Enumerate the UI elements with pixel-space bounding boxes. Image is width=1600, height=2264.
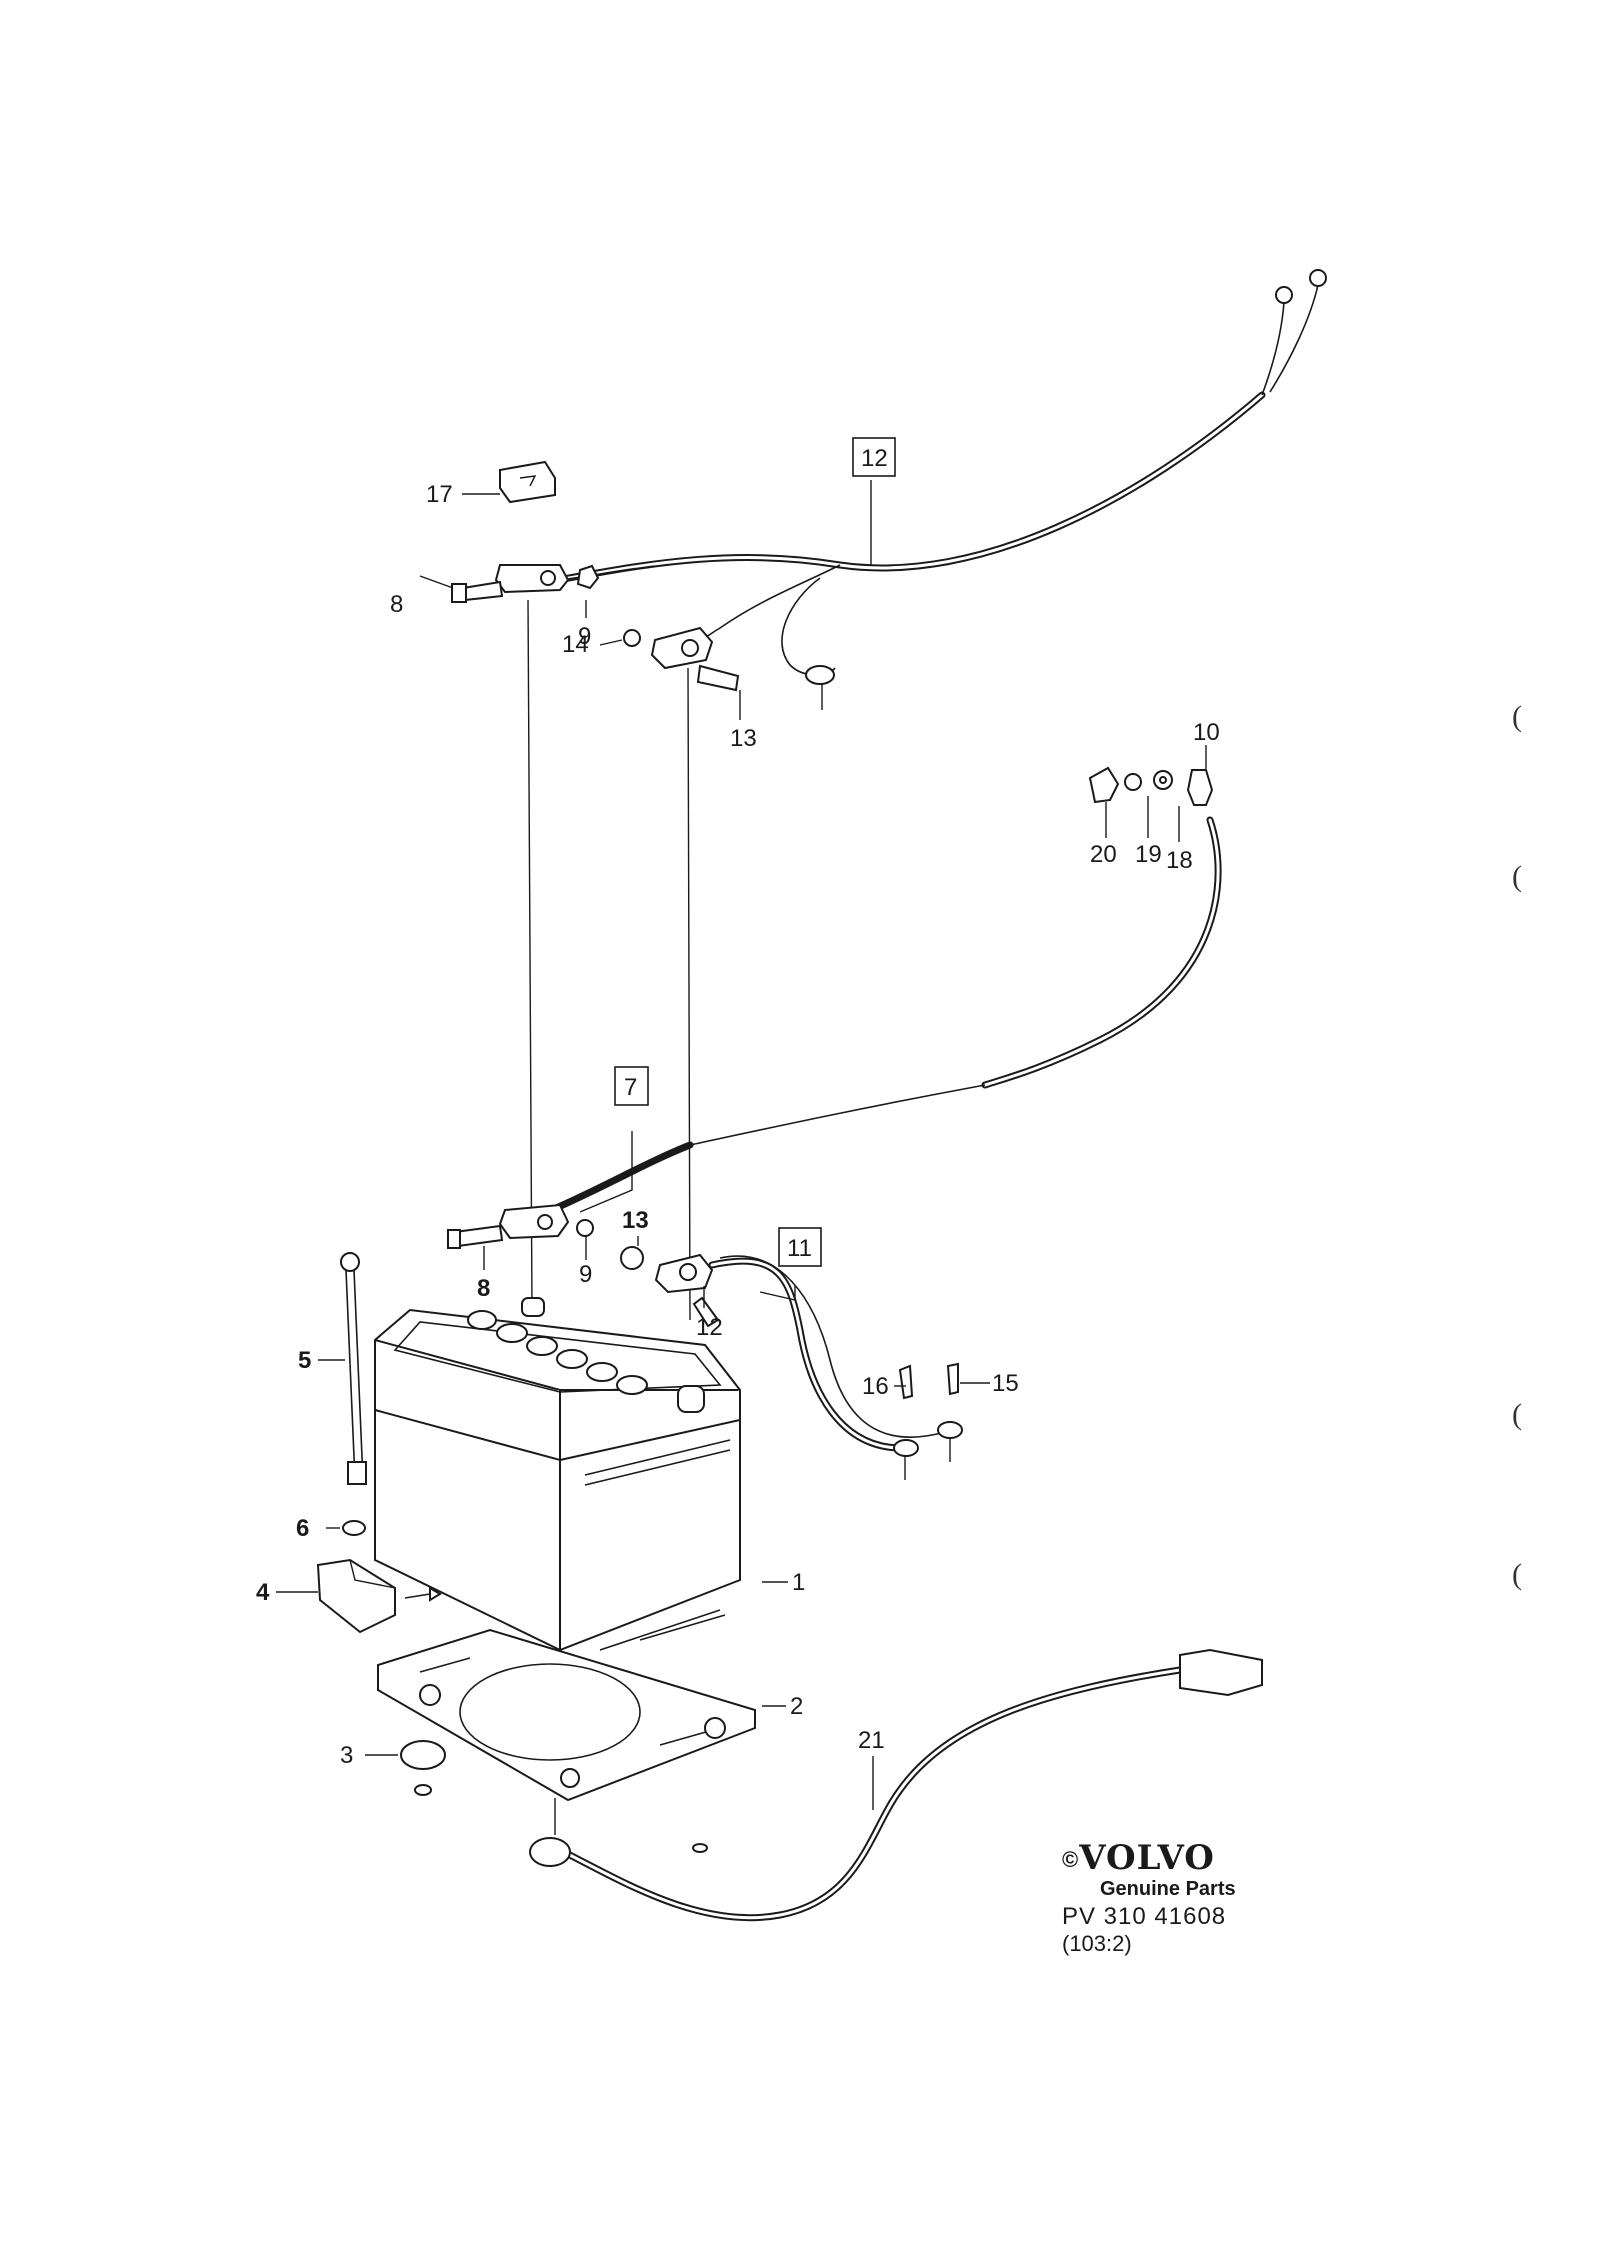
terminal-cap: [499, 460, 556, 504]
callout-leaders: [276, 480, 1207, 1810]
illustration-code: PV 310 41608: [1062, 1903, 1227, 1930]
callout-12-upper: 12: [861, 445, 888, 472]
hold-down-clamp: [316, 1558, 442, 1634]
cable-21-eyelet: [529, 1837, 571, 1867]
battery-tray: [377, 1628, 756, 1802]
callout-13-lower: 13: [622, 1207, 649, 1234]
callout-10: 10: [1193, 719, 1220, 746]
battery: [374, 1297, 741, 1652]
callout-12-lower: 12: [696, 1314, 723, 1341]
callout-11: 11: [787, 1235, 812, 1262]
brand-logo-text: VOLVO: [1079, 1838, 1215, 1878]
callout-9-lower: 9: [579, 1261, 592, 1288]
brand-subtitle: Genuine Parts: [1100, 1878, 1236, 1900]
lower-negative-clamp: [620, 1246, 720, 1328]
eyelet-parts: [1088, 766, 1214, 806]
tray-plug: [400, 1740, 446, 1796]
callout-11-box: [778, 1227, 822, 1267]
callout-12-box: [852, 437, 896, 477]
brand-block: ©VOLVO Genuine Parts PV 310 41608 (103:2…: [1062, 1838, 1302, 1957]
callout-9-upper: 9: [578, 623, 591, 650]
callout-4: 4: [256, 1579, 270, 1606]
margin-mark: (: [1512, 1398, 1522, 1431]
callout-1: 1: [792, 1569, 805, 1596]
callout-16: 16: [862, 1373, 889, 1400]
hold-down-rod: [340, 1252, 367, 1536]
illustration-ref: (103:2): [1062, 1931, 1132, 1956]
callout-3: 3: [340, 1742, 353, 1769]
upper-terminal-clamp: [451, 564, 600, 603]
callout-8-lower: 8: [477, 1275, 490, 1302]
callout-17: 17: [426, 481, 453, 508]
callout-18: 18: [1166, 847, 1193, 874]
callout-13-upper: 13: [730, 725, 757, 752]
copyright-mark: ©: [1062, 1847, 1080, 1872]
margin-mark: (: [1512, 1558, 1522, 1591]
upper-cable-harness: [541, 269, 1327, 710]
callout-5: 5: [298, 1347, 311, 1374]
leader-negative: [687, 667, 691, 1321]
callout-20: 20: [1090, 841, 1117, 868]
callout-6: 6: [296, 1515, 309, 1542]
cable-21-connector: [1179, 1648, 1263, 1697]
callout-7-box: [614, 1066, 649, 1106]
leader-positive: [527, 599, 533, 1311]
margin-mark: (: [1512, 860, 1522, 893]
lower-positive-clamp: [447, 1203, 594, 1249]
callout-8-upper: 8: [390, 591, 403, 618]
callout-14: 14: [562, 631, 589, 658]
volvo-logo: ©VOLVO: [1062, 1838, 1302, 1878]
callout-2: 2: [790, 1693, 803, 1720]
callout-21: 21: [858, 1727, 885, 1754]
callout-15: 15: [992, 1370, 1019, 1397]
callout-7: 7: [624, 1074, 637, 1101]
callout-19: 19: [1135, 841, 1162, 868]
upper-negative-clamp: [623, 626, 740, 692]
margin-mark: (: [1512, 700, 1522, 733]
